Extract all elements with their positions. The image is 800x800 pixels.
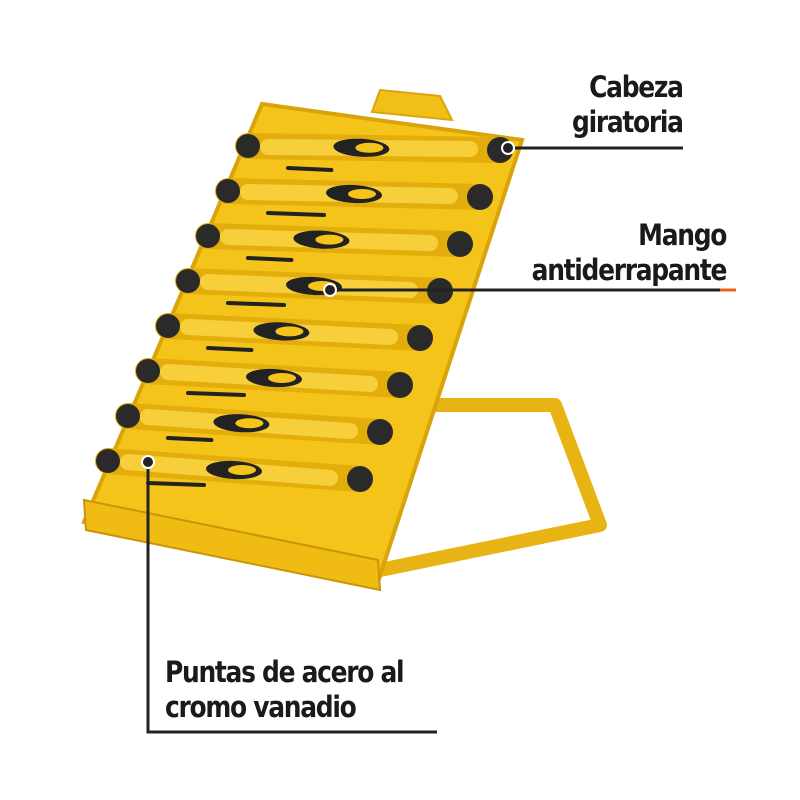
rotating-cap-icon [467, 184, 493, 210]
screwdriver-tip [166, 436, 214, 442]
rotating-cap-icon [367, 419, 393, 445]
callout-dot-puntas [141, 455, 155, 469]
callout-text: Cabeza [589, 70, 684, 104]
screwdriver-cap-left [96, 449, 120, 473]
screwdriver-tip [146, 481, 206, 487]
screwdriver-tip [266, 211, 326, 217]
grip-highlight [235, 418, 264, 429]
callout-puntas-acero: Puntas de acero al cromo vanadio [165, 655, 405, 725]
screwdriver-tip [286, 166, 334, 172]
screwdriver-cap-left [136, 359, 160, 383]
grip-highlight [348, 189, 376, 199]
callout-text: giratoria [572, 105, 684, 139]
callout-text: Puntas de acero al [165, 655, 405, 689]
screwdriver-cap-left [156, 314, 180, 338]
screwdriver-tip [226, 301, 286, 307]
rotating-cap-icon [347, 466, 373, 492]
screwdriver-cap-left [236, 134, 260, 158]
screwdriver-tip [246, 256, 294, 262]
rotating-cap-icon [407, 325, 433, 351]
hanger-tab [370, 88, 454, 122]
rotating-cap-icon [447, 231, 473, 257]
screwdriver-cap-left [216, 179, 240, 203]
callout-lines [146, 146, 736, 734]
callout-line-puntas [146, 462, 437, 734]
stand-frame [378, 398, 607, 577]
screwdriver-cap-left [176, 269, 200, 293]
grip-highlight [275, 326, 304, 337]
screwdriver-cap-left [116, 404, 140, 428]
callout-dot-mango [323, 283, 337, 297]
grip-highlight [268, 373, 296, 383]
screwdriver-tip [186, 391, 246, 397]
callout-text: Mango [638, 218, 727, 252]
grip-highlight [355, 142, 384, 153]
callout-mango-antiderrapante: Mango antiderrapante [531, 218, 728, 288]
grip-highlight [228, 465, 256, 475]
case-bottom-hinge [82, 498, 382, 592]
callout-text: antiderrapante [531, 253, 728, 287]
rotating-cap-icon [387, 372, 413, 398]
screwdriver-tip [206, 346, 254, 352]
screwdriver-cap-left [196, 224, 220, 248]
callout-text: cromo vanadio [165, 690, 357, 724]
grip-highlight [315, 234, 344, 245]
callout-cabeza-giratoria: Cabeza giratoria [572, 70, 684, 140]
callout-dot-cabeza [501, 141, 515, 155]
